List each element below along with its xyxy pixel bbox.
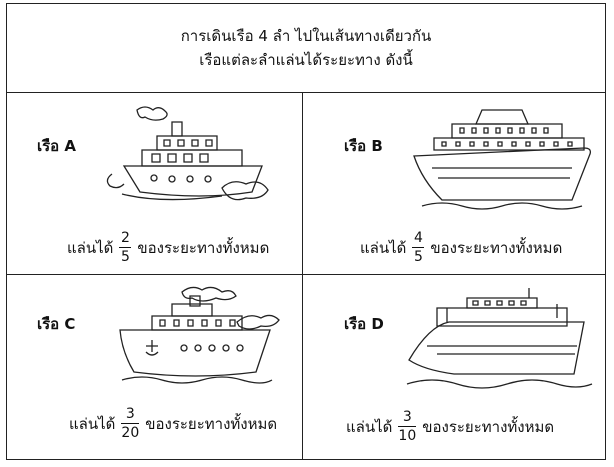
- steamship-illustration: [112, 282, 287, 397]
- caption-prefix-b: แล่นได้: [360, 238, 407, 257]
- divider-vertical: [302, 92, 303, 459]
- caption-prefix-a: แล่นได้: [67, 238, 114, 257]
- numerator-d: 3: [402, 409, 412, 425]
- ship-name-d: เรือ D: [344, 315, 384, 333]
- ship-cell-b: เรือ B แล่นได้ 4 5 ของระยะทางทั้งหมด: [302, 92, 605, 274]
- ship-name-b: เรือ B: [344, 137, 383, 155]
- ship-cell-d: เรือ D แล่นได้ 3 10 ของระยะทางทั้งหมด: [302, 274, 605, 459]
- caption-suffix-a: ของระยะทางทั้งหมด: [137, 238, 270, 257]
- denominator-c: 20: [121, 425, 140, 441]
- caption-suffix-c: ของระยะทางทั้งหมด: [145, 414, 278, 433]
- header-line-1: การเดินเรือ 4 ลำ ไปในเส้นทางเดียวกัน: [180, 27, 432, 45]
- header-line-2: เรือแต่ละลำแล่นได้ระยะทาง ดังนี้: [199, 51, 413, 69]
- fraction-c: 3 20: [121, 406, 140, 441]
- caption-prefix-d: แล่นได้: [346, 417, 393, 436]
- cargo-ship-illustration: [407, 284, 592, 399]
- numerator-c: 3: [125, 406, 135, 422]
- divider-top: [7, 92, 605, 93]
- caption-suffix-b: ของระยะทางทั้งหมด: [430, 238, 563, 257]
- worksheet-frame: การเดินเรือ 4 ลำ ไปในเส้นทางเดียวกัน เรื…: [6, 3, 606, 460]
- ship-cell-c: เรือ C แล่นได้ 3 20 ของระยะทางทั้งหมด: [7, 274, 302, 459]
- fraction-a: 2 5: [119, 230, 132, 265]
- cruise-ship-illustration: [412, 106, 592, 216]
- worksheet-header: การเดินเรือ 4 ลำ ไปในเส้นทางเดียวกัน เรื…: [7, 4, 605, 92]
- denominator-d: 10: [398, 428, 417, 444]
- caption-suffix-d: ของระยะทางทั้งหมด: [422, 417, 555, 436]
- caption-a: แล่นได้ 2 5 ของระยะทางทั้งหมด: [67, 230, 269, 265]
- caption-prefix-c: แล่นได้: [69, 414, 116, 433]
- denominator-b: 5: [413, 249, 423, 265]
- tugboat-illustration: [102, 102, 277, 217]
- fraction-b: 4 5: [412, 230, 425, 265]
- ship-cell-a: เรือ A แล่นได้ 2 5 ของระยะทางทั้งหมด: [7, 92, 302, 274]
- numerator-b: 4: [413, 230, 423, 246]
- caption-b: แล่นได้ 4 5 ของระยะทางทั้งหมด: [360, 230, 562, 265]
- caption-c: แล่นได้ 3 20 ของระยะทางทั้งหมด: [69, 406, 277, 441]
- caption-d: แล่นได้ 3 10 ของระยะทางทั้งหมด: [346, 409, 554, 444]
- ship-name-a: เรือ A: [37, 137, 77, 155]
- numerator-a: 2: [120, 230, 130, 246]
- divider-middle: [7, 274, 605, 275]
- ship-name-c: เรือ C: [37, 315, 76, 333]
- fraction-d: 3 10: [398, 409, 417, 444]
- denominator-a: 5: [120, 249, 130, 265]
